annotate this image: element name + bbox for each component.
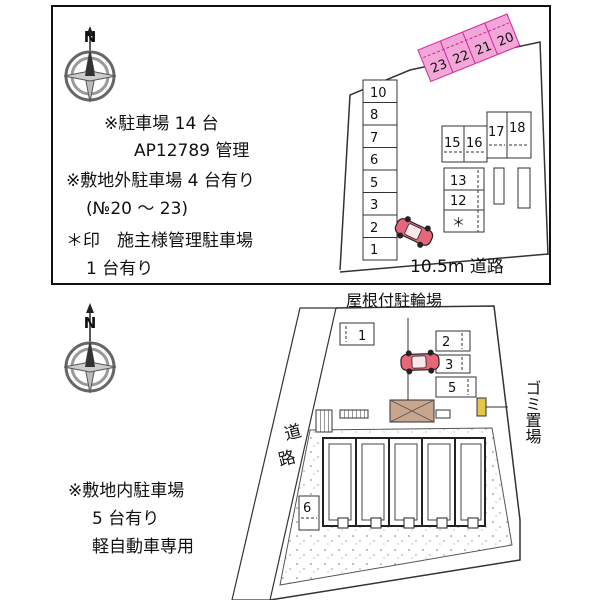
space-6: 6 (370, 153, 378, 168)
space-17: 17 (488, 125, 505, 140)
offsite-parking-note: ※敷地外駐車場 4 台有り (66, 171, 255, 191)
offsite-range-note: (№20 ～ 23) (86, 199, 188, 219)
owner-parking-note: ＊印 施主様管理駐車場 (66, 231, 253, 251)
space-20: 20 (495, 30, 516, 50)
parking-count-note: ※駐車場 14 台 (104, 114, 219, 134)
top-road-label: 10.5m 道路 (410, 257, 504, 277)
space-23: 23 (429, 57, 450, 77)
space-7: 7 (370, 131, 378, 146)
onsite-parking-count: 5 台有り (92, 509, 159, 529)
space-5: 5 (370, 176, 378, 191)
bottom-space-1: 1 (358, 329, 366, 344)
space-1: 1 (370, 243, 378, 258)
space-15: 15 (444, 136, 461, 151)
garbage-label: ゴミ置場 (523, 380, 542, 445)
offsite-spaces: 23 22 21 20 (417, 13, 521, 83)
bottom-space-5: 5 (448, 381, 456, 396)
road-label-char-1: 道 (282, 421, 303, 445)
space-21: 21 (473, 39, 494, 59)
space-2: 2 (370, 221, 378, 236)
stair-structure (315, 409, 333, 433)
top-road-edge (339, 253, 549, 273)
apartment-building (322, 437, 486, 529)
space-22: 22 (451, 48, 472, 68)
compass-north-label: N (84, 28, 97, 46)
bottom-map: N 道 路 (63, 291, 542, 600)
owner-parking-count-note: 1 台有り (86, 259, 153, 279)
bottom-space-3: 3 (445, 358, 453, 373)
road-label-char-2: 路 (276, 447, 297, 471)
compass-north-label-bottom: N (84, 314, 97, 332)
kei-car-only-note: 軽自動車専用 (92, 537, 194, 557)
top-site-boundary (339, 41, 549, 271)
space-8: 8 (370, 108, 378, 123)
compass-icon (63, 26, 117, 103)
space-owner: ＊ (452, 216, 465, 231)
space-10: 10 (370, 86, 387, 101)
bottom-site-boundary (269, 305, 521, 600)
bike-shelter-annex (435, 409, 451, 419)
bike-shelter-label: 屋根付駐輪場 (346, 291, 442, 310)
onsite-parking-note: ※敷地内駐車場 (68, 481, 184, 501)
right-block-spaces: 15 16 17 18 13 12 ＊ (441, 111, 532, 233)
garbage-area (476, 397, 487, 417)
space-3: 3 (370, 198, 378, 213)
car-icon (394, 216, 434, 248)
space-12: 12 (450, 194, 467, 209)
bottom-space-2: 2 (442, 335, 450, 350)
top-map: N ※駐車場 14 台 AP12789 管理 ※敷地外駐車場 4 台有り (№2… (51, 5, 551, 285)
space-18: 18 (509, 121, 526, 136)
compass-icon-bottom (63, 303, 117, 394)
space-13: 13 (450, 174, 467, 189)
manager-note: AP12789 管理 (134, 141, 249, 161)
mailbox-structure (339, 409, 369, 419)
bottom-space-6: 6 (303, 501, 311, 516)
space-16: 16 (466, 136, 483, 151)
left-column-spaces: 10 8 7 6 5 3 2 1 (362, 79, 398, 261)
car-icon-bottom (400, 349, 440, 375)
bottom-road (231, 307, 337, 600)
